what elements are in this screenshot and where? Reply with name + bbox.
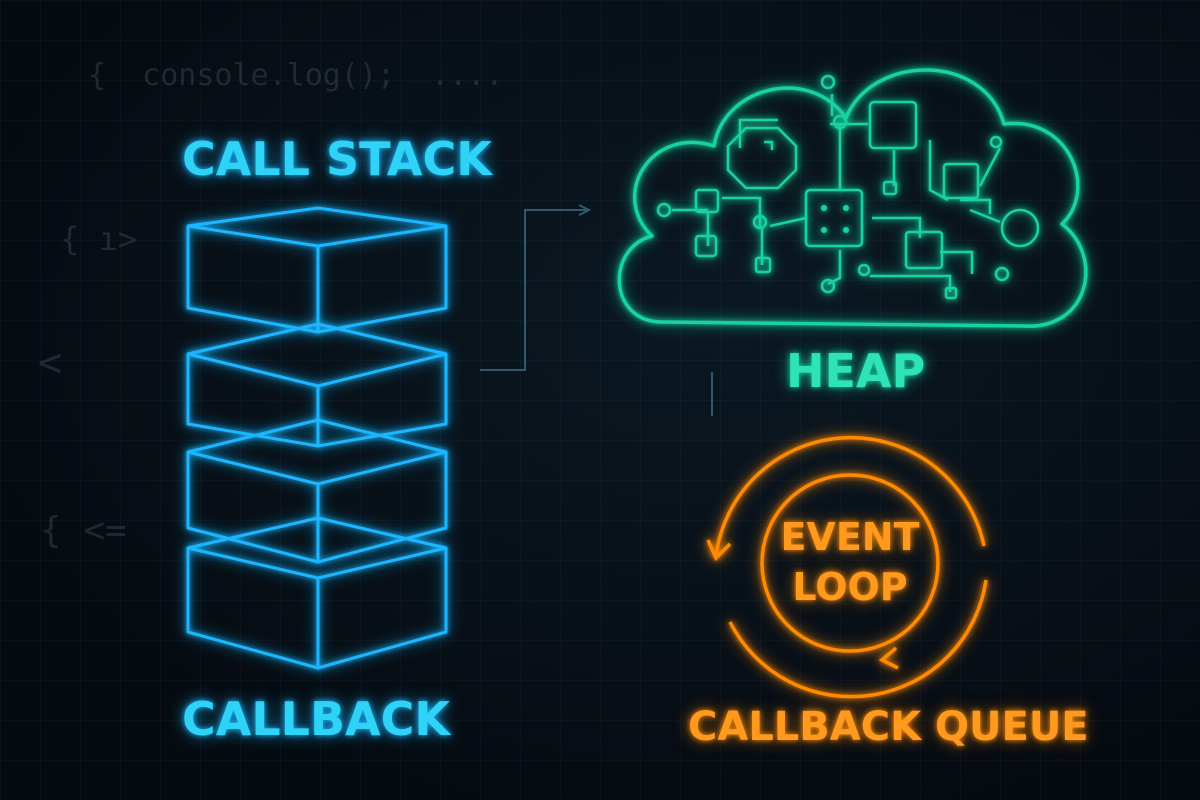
callback-queue-label: CALLBACK QUEUE	[688, 704, 1089, 750]
event-loop-arrowhead-left	[706, 539, 732, 562]
background-code-brace-2: <	[38, 340, 63, 386]
callback-label: CALLBACK	[182, 692, 451, 746]
event-loop-arrowhead-right	[878, 646, 899, 670]
stack-to-heap-connector	[480, 204, 592, 371]
heap-chip-dots	[821, 205, 849, 233]
heap-label: HEAP	[786, 344, 926, 398]
stack-block-3	[186, 418, 448, 564]
event-loop-label-line-1: EVENT	[780, 515, 920, 559]
heap-cloud	[617, 68, 1088, 328]
event-loop-rings	[706, 436, 988, 699]
event-loop-label: EVENT LOOP	[750, 512, 950, 612]
event-loop-outer-ring-top	[714, 436, 986, 557]
background-code-top: { console.log(); ....	[88, 58, 504, 93]
background-code-brace-3: { <=	[40, 510, 127, 551]
call-stack-blocks	[186, 206, 448, 670]
stack-block-2	[186, 322, 448, 448]
event-loop-inner-ring	[760, 473, 940, 653]
heap-circuit	[656, 74, 1040, 300]
stack-block-1	[186, 206, 448, 334]
stack-block-4	[186, 516, 448, 670]
call-stack-label: CALL STACK	[182, 132, 492, 186]
event-loop-outer-ring-bottom	[728, 579, 988, 699]
background-code-brace-1: { ı>	[60, 220, 138, 258]
heap-cloud-outline	[617, 68, 1088, 328]
event-loop-label-line-2: LOOP	[792, 565, 908, 609]
